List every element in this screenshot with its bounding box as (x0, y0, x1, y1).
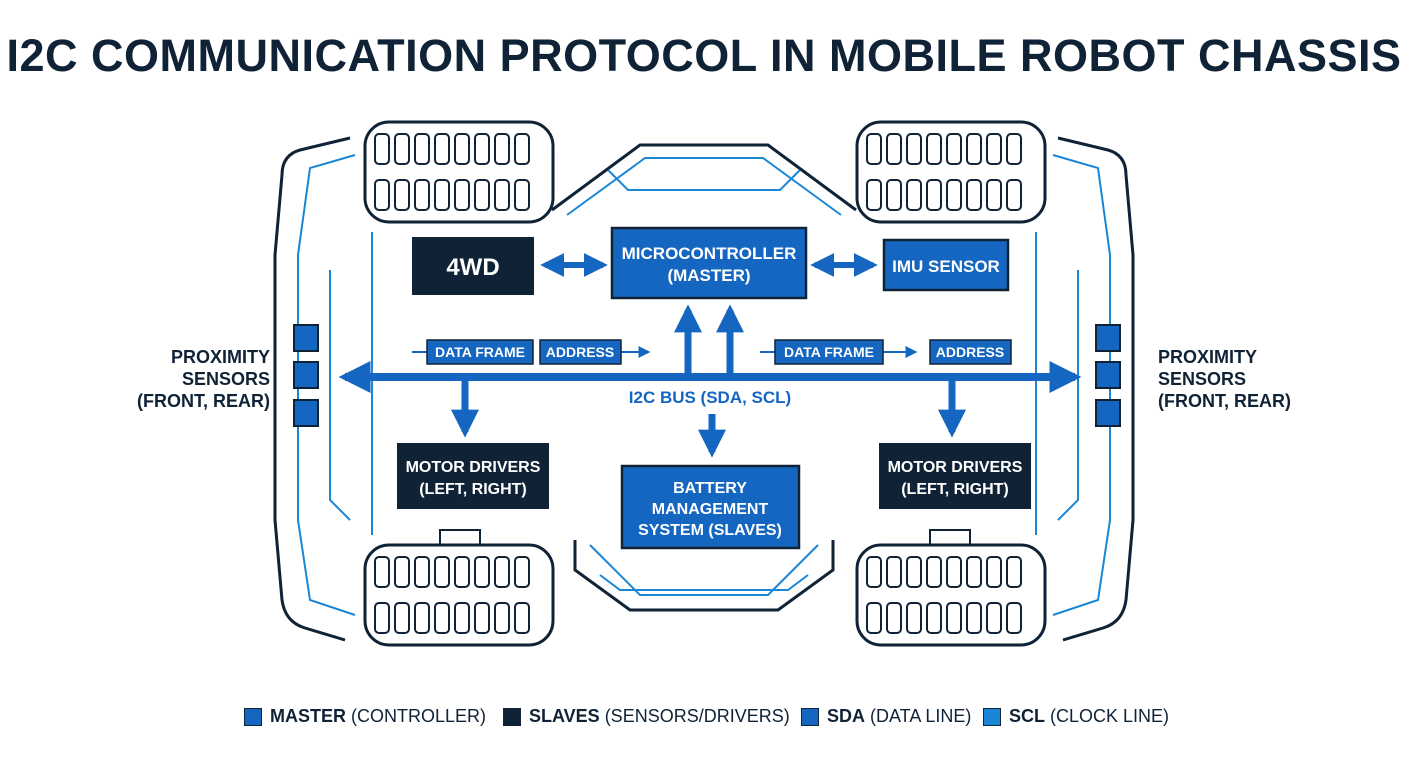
frame-tag-right-data: DATA FRAME (774, 339, 884, 365)
legend-scl-text: SCL (CLOCK LINE) (1009, 706, 1169, 727)
legend-slaves-swatch (503, 707, 521, 726)
frame-right-address-label: ADDRESS (936, 344, 1004, 360)
legend-master-swatch (244, 707, 262, 726)
legend-slaves: SLAVES (SENSORS/DRIVERS) (503, 706, 790, 727)
frame-tag-left-data: DATA FRAME (426, 339, 534, 365)
wheel-rear-right (855, 529, 1047, 647)
battery-line-2: MANAGEMENT (652, 501, 769, 518)
legend-master: MASTER (CONTROLLER) (244, 706, 486, 727)
legend-master-bold: MASTER (270, 706, 346, 726)
battery-line-1: BATTERY (673, 480, 747, 497)
prox-right-line-3: (FRONT, REAR) (1158, 391, 1291, 411)
legend-sda-swatch (801, 707, 819, 726)
prox-right-line-2: SENSORS (1158, 369, 1247, 389)
prox-left-line-1: PROXIMITY (170, 347, 270, 367)
legend-master-rest: (CONTROLLER) (346, 706, 487, 726)
motor-left-line-2: (LEFT, RIGHT) (419, 481, 527, 498)
frame-tag-left-address: ADDRESS (539, 339, 622, 365)
node-motor-drivers-right: MOTOR DRIVERS (LEFT, RIGHT) (879, 443, 1031, 509)
imu-sensor-label: IMU SENSOR (892, 257, 1000, 276)
legend-sda-rest: (DATA LINE) (865, 706, 972, 726)
wheel-front-right (855, 120, 1047, 224)
proximity-sensors-left (293, 324, 319, 427)
legend-scl-rest: (CLOCK LINE) (1045, 706, 1170, 726)
frame-right-data-label: DATA FRAME (784, 344, 874, 360)
battery-line-3: SYSTEM (SLAVES) (638, 522, 782, 539)
frame-left-address-label: ADDRESS (546, 344, 614, 360)
node-4wd-label: 4WD (446, 254, 499, 281)
legend-slaves-bold: SLAVES (529, 706, 600, 726)
proximity-sensors-left-label: PROXIMITY SENSORS (FRONT, REAR) (90, 346, 270, 412)
legend-slaves-rest: (SENSORS/DRIVERS) (599, 706, 790, 726)
microcontroller-line-1: MICROCONTROLLER (622, 244, 797, 263)
wheel-rear-left (363, 529, 555, 647)
motor-left-line-1: MOTOR DRIVERS (406, 459, 541, 476)
page-title: I2C COMMUNICATION PROTOCOL IN MOBILE ROB… (6, 30, 1402, 81)
node-battery-management: BATTERY MANAGEMENT SYSTEM (SLAVES) (620, 464, 801, 550)
motor-right-line-2: (LEFT, RIGHT) (901, 481, 1009, 498)
legend-slaves-text: SLAVES (SENSORS/DRIVERS) (529, 706, 790, 727)
proximity-sensors-right-label: PROXIMITY SENSORS (FRONT, REAR) (1158, 346, 1338, 412)
microcontroller-line-2: (MASTER) (667, 266, 750, 285)
legend-scl: SCL (CLOCK LINE) (983, 706, 1169, 727)
node-microcontroller: MICROCONTROLLER (MASTER) (610, 226, 808, 300)
legend-sda: SDA (DATA LINE) (801, 706, 971, 727)
node-4wd: 4WD (412, 237, 534, 295)
node-imu-sensor: IMU SENSOR (882, 238, 1010, 292)
legend-scl-swatch (983, 707, 1001, 726)
legend-scl-bold: SCL (1009, 706, 1045, 726)
i2c-bus-label: I2C BUS (SDA, SCL) (629, 388, 791, 407)
legend-sda-text: SDA (DATA LINE) (827, 706, 971, 727)
legend-sda-bold: SDA (827, 706, 866, 726)
chassis-frame (273, 136, 1135, 642)
proximity-sensors-right (1095, 324, 1121, 427)
legend-master-text: MASTER (CONTROLLER) (270, 706, 486, 727)
motor-right-line-1: MOTOR DRIVERS (888, 459, 1023, 476)
prox-left-line-3: (FRONT, REAR) (137, 391, 270, 411)
frame-tag-right-address: ADDRESS (929, 339, 1012, 365)
prox-left-line-2: SENSORS (181, 369, 270, 389)
frame-left-data-label: DATA FRAME (435, 344, 525, 360)
wheel-front-left (363, 120, 555, 224)
prox-right-line-1: PROXIMITY (1158, 347, 1258, 367)
node-motor-drivers-left: MOTOR DRIVERS (LEFT, RIGHT) (397, 443, 549, 509)
